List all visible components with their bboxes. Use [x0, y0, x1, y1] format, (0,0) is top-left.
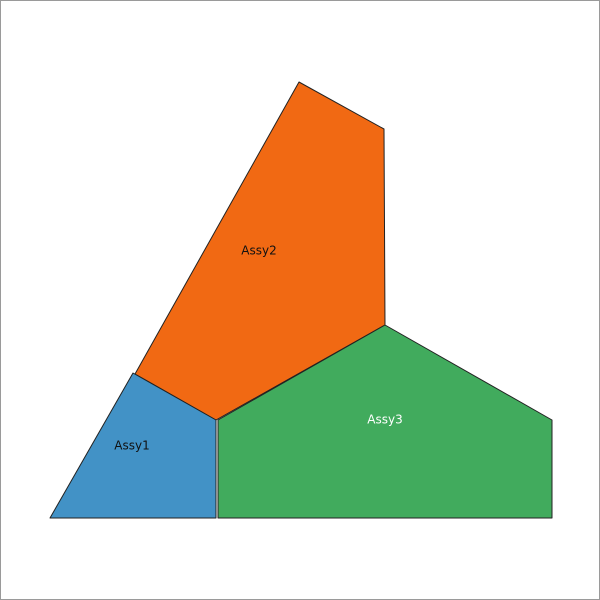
- region-assy1: [49, 372, 217, 519]
- region-assy3: [217, 324, 553, 519]
- region-label-assy1: Assy1: [114, 439, 149, 453]
- region-label-assy2: Assy2: [241, 244, 276, 258]
- region-label-assy3: Assy3: [367, 413, 402, 427]
